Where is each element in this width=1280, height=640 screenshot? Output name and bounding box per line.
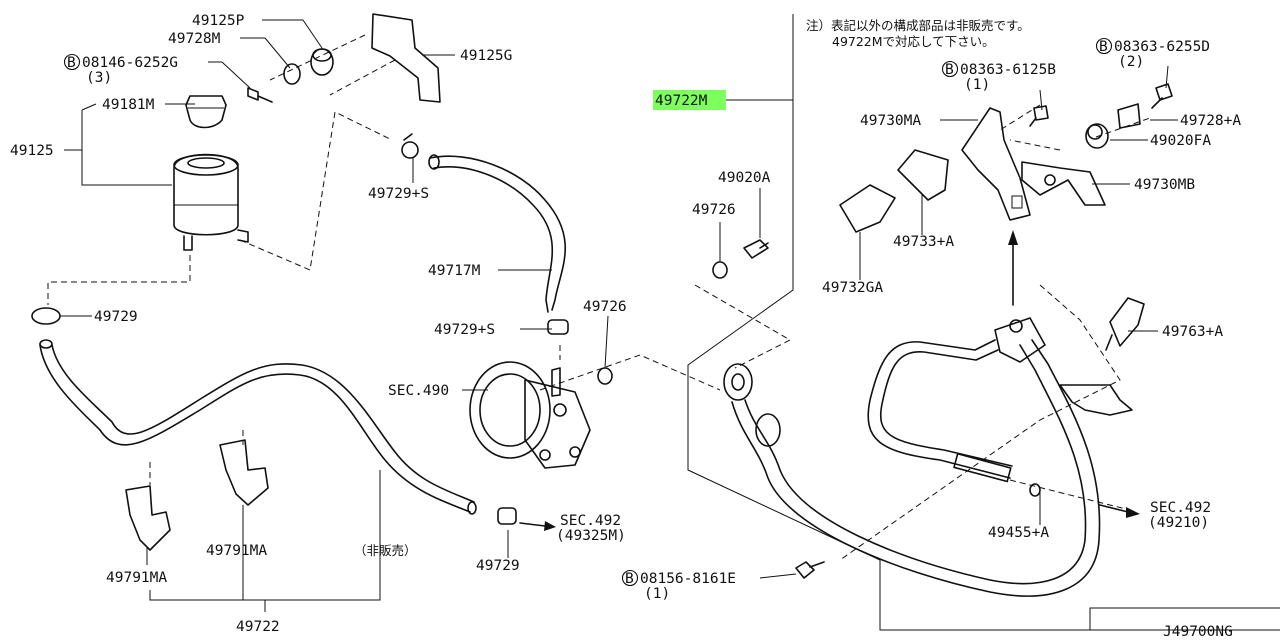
bracket-49125G [371,13,441,103]
note-line-2: 49722Mで対応して下さい。 [832,34,995,49]
insulator-49733A [897,149,949,201]
oring-49455A [1029,483,1041,497]
bolt-marker-letter: B [945,62,954,78]
return-hose [39,339,477,515]
grommet-49728M [283,63,301,85]
clamp-49729-left [31,307,61,325]
note-line-1: 注）表記以外の構成部品は非販売です。 [806,18,1030,33]
label-49730MA: 49730MA [860,113,921,129]
label-49181M: 49181M [102,97,155,113]
label-49722M: 49722M [655,93,708,109]
label-49729S-top: 49729+S [368,186,429,202]
label-sec492b-sub: (49210) [1148,515,1209,531]
bolt-08156 [795,561,825,579]
arrow-sec492a [519,521,556,531]
label-sec492b: SEC.492 [1150,500,1211,516]
bolt-marker-letter: B [67,55,76,71]
label-49455A: 49455+A [988,525,1049,541]
clamp-49729S-mid [547,319,569,335]
bracket-49730MA [961,107,1031,221]
label-08156-qty: (1) [644,586,670,602]
label-49729-left: 49729 [94,309,138,325]
sensor-49763A [1105,297,1145,351]
label-sec490: SEC.490 [388,383,449,399]
label-49733A: 49733+A [893,234,954,250]
clip-49791MA-b [219,439,269,506]
clamp-49732GA [839,184,896,233]
bolt-marker-08363-6255D: B [1095,37,1113,55]
reservoir-cap [185,95,227,129]
label-08363-6255D: 08363-6255D [1114,39,1210,55]
clamp-49729-bottom [497,507,517,525]
washer-49726-mid [597,367,613,385]
power-steering-pump [469,361,591,469]
label-49726-mid: 49726 [583,299,627,315]
leader-lines [60,19,1178,579]
label-sec492a: SEC.492 [560,513,621,529]
label-49730MB: 49730MB [1134,177,1195,193]
label-49125G: 49125G [460,48,512,64]
label-49728A: 49728+A [1180,113,1241,129]
bolt-08363-6125B [1029,105,1049,127]
bolt-08363-6255D [1151,83,1173,109]
insulator-49020FA [1085,123,1109,149]
label-49020FA: 49020FA [1150,133,1211,149]
label-hibanbai: （非販売） [354,543,417,558]
label-49763A: 49763+A [1162,324,1223,340]
label-08156: 08156-8161E [640,571,736,587]
bolt-marker-08363-6125B: B [941,60,959,78]
label-08363-6125B: 08363-6125B [960,62,1056,78]
label-49729-bottom: 49729 [476,558,520,574]
clip-49791MA-a [125,485,171,551]
arrow-up [1008,230,1018,306]
label-08146-qty: (3) [86,70,112,86]
bolt-marker-letter: B [625,571,634,587]
hose-49717M [428,154,567,313]
label-08146: 08146-6252G [82,55,178,71]
bracket-49730MB [1021,161,1106,206]
bolt-marker-08156: B [621,569,639,587]
part-labels: 注）表記以外の構成部品は非販売です。 49722Mで対応して下さい。 49125… [10,13,1241,640]
label-49717M: 49717M [428,263,481,279]
label-49722: 49722 [236,619,280,635]
washer-49726-right [712,261,728,279]
label-49729S-mid: 49729+S [434,322,495,338]
clamp-49729S-top [401,133,419,159]
reservoir-tank [173,153,249,251]
label-49732GA: 49732GA [822,280,883,296]
label-49791MA-b: 49791MA [206,543,267,559]
diagram-id: J49700NG [1163,624,1233,640]
hose-49722M [723,317,1133,597]
dashed-assembly-lines [47,34,1151,561]
label-49020A: 49020A [718,170,771,186]
label-49125P: 49125P [192,13,245,29]
bolt-marker-letter: B [1099,39,1108,55]
label-08363-6255D-qty: (2) [1118,54,1144,70]
bolt-49020A [743,239,769,259]
label-49726-right: 49726 [692,202,736,218]
label-08363-6125B-qty: (1) [964,77,990,93]
label-49125: 49125 [10,143,54,159]
highlight-49722M [653,90,726,110]
label-49791MA-a: 49791MA [106,570,167,586]
label-sec492a-sub: (49325M) [556,528,626,544]
label-49728M: 49728M [168,31,221,47]
bolt-08146 [247,87,273,103]
arrow-sec492b [1099,504,1140,518]
group-boundary-lines [149,14,1280,631]
grommet-49728A [1117,103,1141,129]
bushing-49125P [310,48,334,76]
bolt-marker-08146: B [63,53,81,71]
